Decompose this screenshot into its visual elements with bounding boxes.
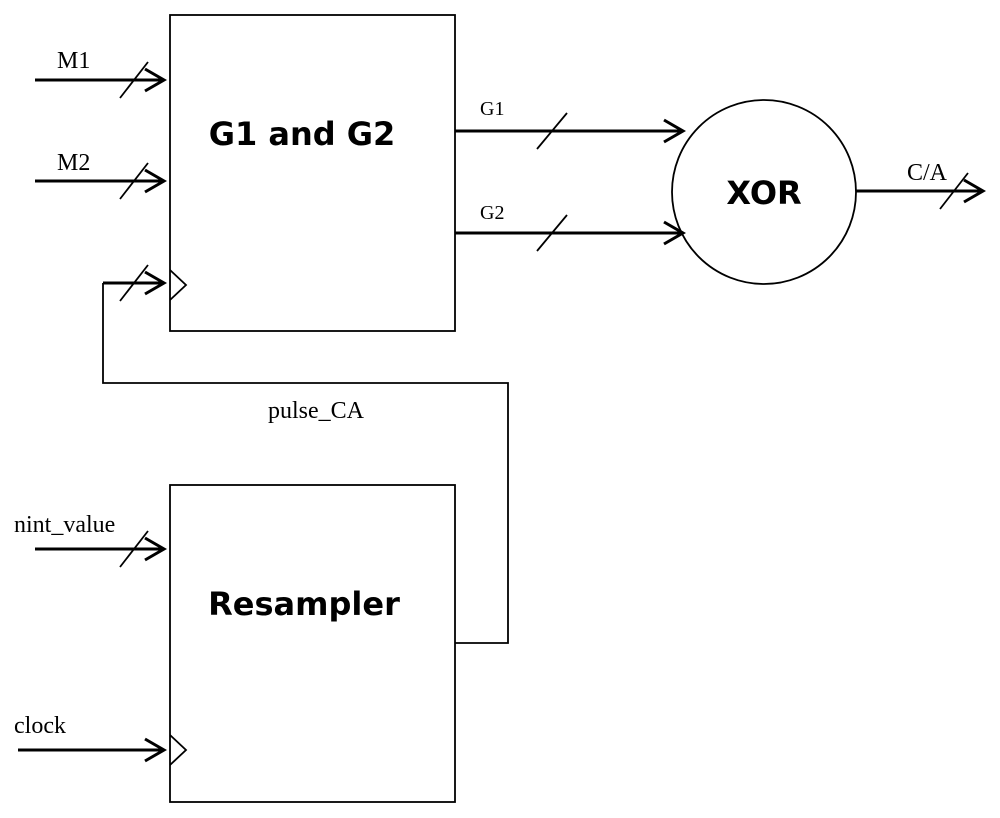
- g1g2-block-label: G1 and G2: [209, 115, 396, 153]
- clock-input: clock: [14, 713, 167, 763]
- g2-wire: G2: [455, 202, 686, 252]
- resampler-block-label: Resampler: [208, 585, 400, 623]
- m2-label: M2: [57, 150, 90, 176]
- m1-input: M1: [35, 48, 167, 99]
- xor-gate: XOR: [671, 99, 857, 285]
- xor-gate-label: XOR: [726, 174, 801, 212]
- m2-input: M2: [35, 150, 167, 200]
- g1-wire: G1: [455, 98, 686, 150]
- clock-label: clock: [14, 713, 66, 739]
- g1g2-block: G1 and G2: [169, 14, 456, 332]
- nint-value-input: nint_value: [14, 512, 167, 568]
- pulse-ca-label: pulse_CA: [268, 398, 365, 424]
- g2-label: G2: [480, 202, 504, 224]
- nint-value-label: nint_value: [14, 512, 115, 538]
- pulse-ca-wire: pulse_CA: [102, 264, 509, 644]
- m1-label: M1: [57, 48, 90, 74]
- g1-label: G1: [480, 98, 504, 120]
- ca-output: C/A: [856, 160, 986, 210]
- ca-label: C/A: [907, 160, 948, 186]
- resampler-block: Resampler: [169, 484, 456, 803]
